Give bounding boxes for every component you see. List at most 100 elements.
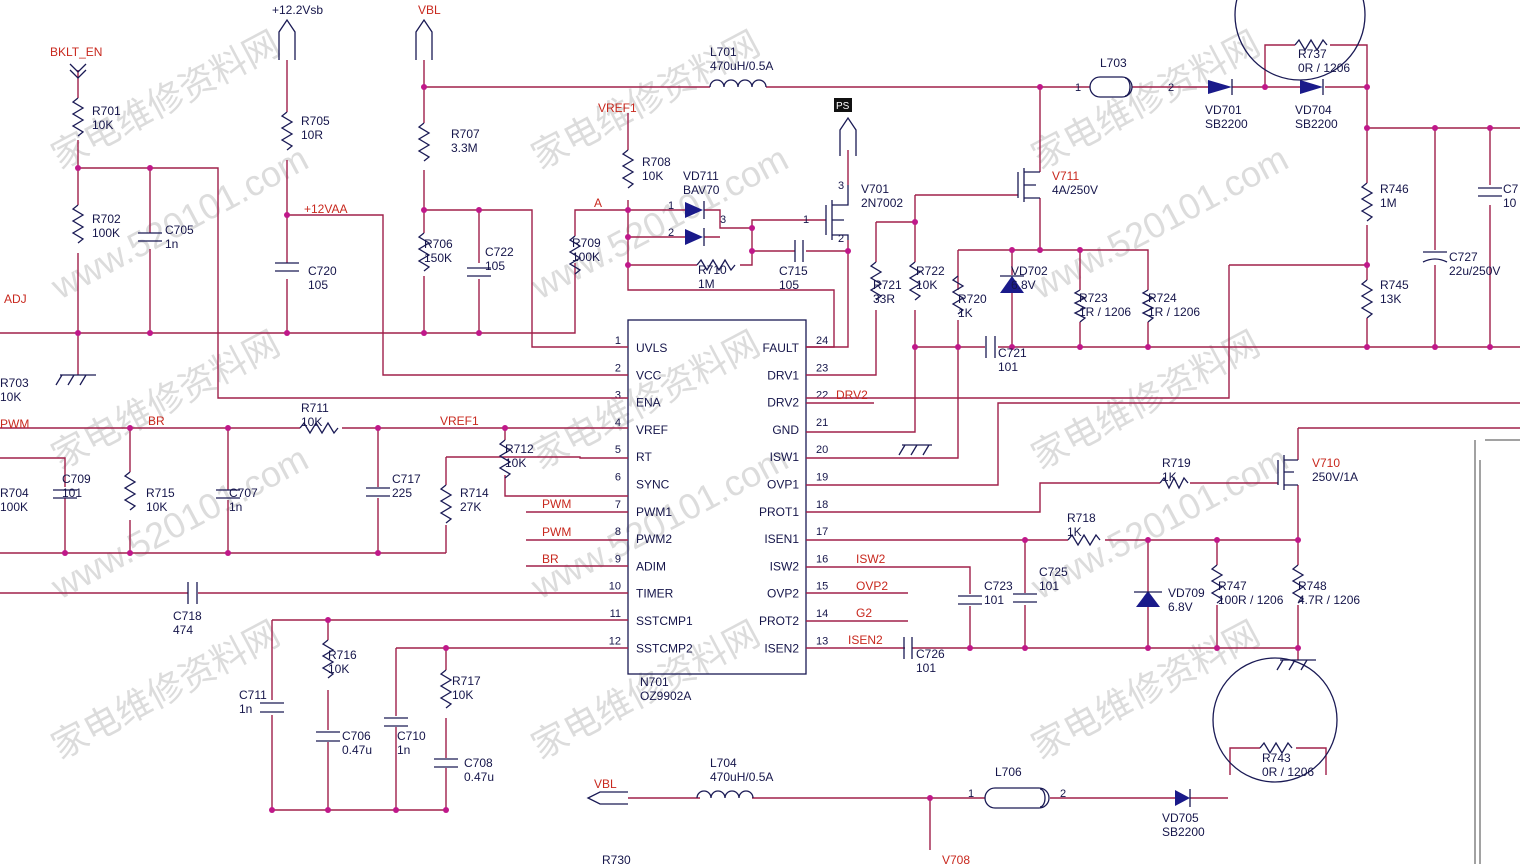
component-value: 1n — [165, 237, 178, 251]
component-value: 105 — [485, 259, 505, 273]
component-ref: C727 — [1449, 250, 1478, 264]
component-ref: R720 — [958, 292, 987, 306]
net-pwm-left: PWM — [0, 417, 29, 431]
ic-pin-number: 15 — [816, 581, 828, 593]
component-value: 1R / 1206 — [1079, 305, 1131, 319]
ic-pin-name: GND — [772, 423, 799, 437]
component-value: 0R / 1206 — [1298, 61, 1350, 75]
component-value: 470uH/0.5A — [710, 770, 773, 784]
component-ref: R717 — [452, 674, 481, 688]
ic-pin-number: 2 — [615, 362, 621, 374]
ic-part: OZ9902A — [640, 689, 691, 703]
ic-pin-number: 14 — [816, 608, 828, 620]
component-ref: R707 — [451, 127, 480, 141]
junctions — [62, 84, 1493, 813]
component-ref: R705 — [301, 114, 330, 128]
ic-pin-name: OVP2 — [767, 587, 799, 601]
component-ref: R716 — [328, 648, 357, 662]
component-value: 474 — [173, 623, 193, 637]
component-value: 10K — [328, 662, 349, 676]
ic-pin-number: 3 — [615, 390, 621, 402]
pin-num: 2 — [1060, 788, 1066, 800]
component-value: 100K — [572, 250, 600, 264]
ic-right-pins: 24FAULT23DRV122DRV221GND20ISW119OVP118PR… — [759, 335, 828, 655]
pin-num: 1 — [803, 214, 809, 226]
component-ref: V711 — [1052, 169, 1079, 183]
ic-pin-number: 16 — [816, 553, 828, 565]
ic-pin-name: PROT1 — [759, 505, 799, 519]
component-value: 3.3M — [451, 141, 478, 155]
net-br-adim: BR — [542, 552, 559, 566]
ic-pin-number: 20 — [816, 444, 828, 456]
component-ref: R708 — [642, 155, 671, 169]
component-value: 4A/250V — [1052, 183, 1098, 197]
pin-num: 3 — [720, 214, 726, 226]
component-ref: C711 — [239, 688, 267, 702]
watermark-cn: 家电维修资料网 — [1025, 613, 1267, 768]
pin-num: 2 — [1168, 82, 1174, 94]
component-ref: R748 — [1298, 579, 1327, 593]
ic-pin-number: 13 — [816, 635, 828, 647]
component-value: 10K — [146, 500, 167, 514]
pin-num: 3 — [838, 180, 844, 192]
component-value: 27K — [460, 500, 481, 514]
watermark-cn: 家电维修资料网 — [45, 323, 287, 478]
ic-ref: N701 — [640, 675, 669, 689]
net-pwm2: PWM — [542, 525, 571, 539]
component-ref: L704 — [710, 756, 737, 770]
component-value: 10K — [505, 456, 526, 470]
component-ref: R711 — [301, 401, 329, 415]
ic-pin-name: UVLS — [636, 341, 667, 355]
component-value: 10R — [301, 128, 323, 142]
component-ref: C721 — [998, 346, 1027, 360]
component-value: 1M — [1380, 196, 1397, 210]
ic-pin-name: ISEN2 — [764, 641, 799, 655]
component-value: 225 — [392, 486, 412, 500]
component-ref: R730 — [602, 853, 631, 864]
ic-pin-number: 22 — [816, 390, 828, 402]
component-ref: C715 — [779, 264, 808, 278]
component-value: 1M — [698, 277, 715, 291]
component-ref: C726 — [916, 647, 945, 661]
component-ref: C705 — [165, 223, 194, 237]
component-ref: C7 — [1503, 182, 1519, 196]
ic-pin-name: RT — [636, 450, 652, 464]
ic-pin-name: PWM1 — [636, 505, 672, 519]
component-value: 0R / 1206 — [1262, 765, 1314, 779]
component-ref: R723 — [1079, 291, 1108, 305]
ic-pin-name: PWM2 — [636, 532, 672, 546]
component-ref: C723 — [984, 579, 1013, 593]
pin-num: 1 — [1075, 82, 1081, 94]
ic-pin-number: 23 — [816, 362, 828, 374]
ic-pin-number: 7 — [615, 499, 621, 511]
ic-pin-name: ENA — [636, 396, 661, 410]
component-value: 2N7002 — [861, 196, 903, 210]
component-ref: R702 — [92, 212, 121, 226]
ic-pin-name: DRV2 — [767, 396, 799, 410]
component-value: 10 — [1503, 196, 1517, 210]
component-value: 10K — [642, 169, 663, 183]
component-ref: V708 — [942, 853, 970, 864]
component-ref: C709 — [62, 472, 91, 486]
ic-pin-name: ISW2 — [770, 559, 800, 573]
ic-pin-name: SSTCMP2 — [636, 641, 693, 655]
watermark-cn: 家电维修资料网 — [1025, 23, 1267, 178]
component-value: 10K — [916, 278, 937, 292]
component-value: 1K — [958, 306, 973, 320]
component-ref: C720 — [308, 264, 337, 278]
net-pwm1: PWM — [542, 497, 571, 511]
ic-pin-name: SYNC — [636, 478, 670, 492]
component-ref: R722 — [916, 264, 945, 278]
ic-pin-name: DRV1 — [767, 368, 799, 382]
ic-pin-number: 4 — [615, 417, 621, 429]
component-value: 101 — [62, 486, 82, 500]
component-ref: L706 — [995, 765, 1022, 779]
net-ps: PS — [836, 101, 850, 112]
ic-pin-name: VCC — [636, 368, 662, 382]
ic-pin-number: 21 — [816, 417, 828, 429]
component-ref: C722 — [485, 245, 514, 259]
net-labels: BKLT_EN +12.2Vsb VBL VREF1 A +12VAA PS A… — [0, 3, 888, 791]
component-ref: R701 — [92, 104, 121, 118]
ic-pin-number: 19 — [816, 472, 828, 484]
